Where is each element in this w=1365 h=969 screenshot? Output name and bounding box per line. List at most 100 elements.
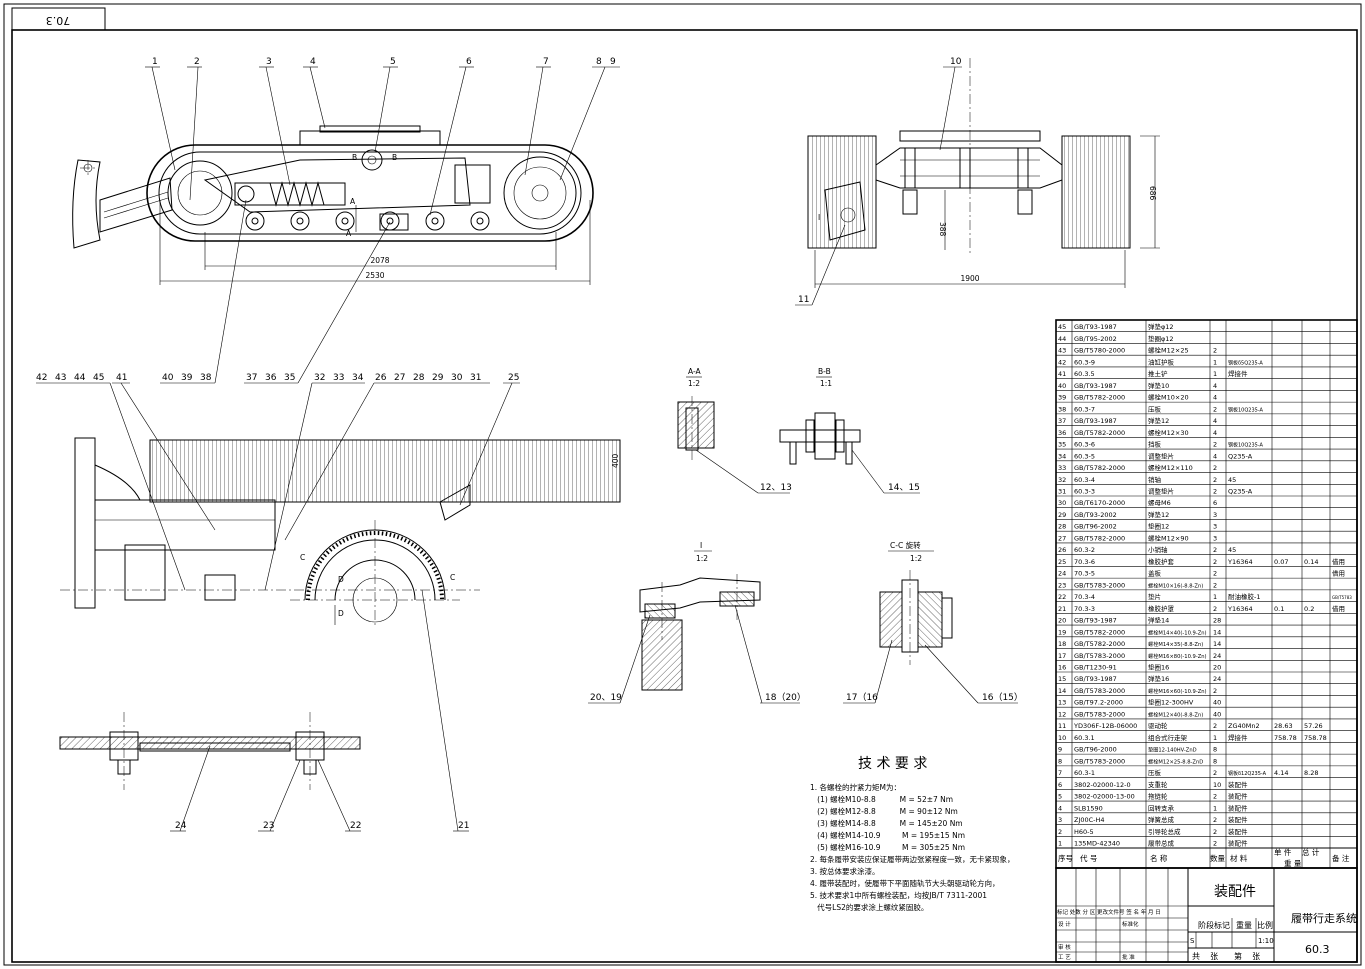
bom-cell-qty: 4 (1213, 394, 1217, 402)
bom-cell-no: 29 (1058, 511, 1066, 519)
title-block: 标记 处数 分 区 更改文件号 签 名 年 月 日 设 计 标准化 审 核 工 … (1055, 867, 1358, 963)
balloon: 26 (375, 373, 387, 383)
section-a-top: A (350, 197, 356, 206)
bom-cell-name: 挡板 (1148, 440, 1162, 449)
bom-cell-mat: 钢板δ5Q235-A (1228, 359, 1263, 366)
bom-cell-code: GB/T6170-2000 (1074, 499, 1125, 507)
balloon: 37 (246, 373, 257, 383)
bom-cell-no: 34 (1058, 452, 1066, 460)
dim-388: 388 (938, 222, 947, 237)
tb-approve: 批 准 (1122, 953, 1135, 961)
bom-cell-qty: 10 (1213, 781, 1221, 789)
bom-cell-w2: 57.26 (1304, 722, 1323, 730)
bom-cell-qty: 8 (1213, 757, 1217, 765)
balloon-18-20: 18（20） (765, 692, 806, 703)
bom-cell-name: 螺栓M10×16(-8.8-Zn) (1148, 581, 1203, 589)
label-i: I (700, 541, 702, 550)
tech-line: 5. 技术要求1中所有螺栓装配，均按JB/T 7311-2001 (810, 890, 987, 900)
bom-cell-qty: 2 (1213, 769, 1217, 777)
bom-cell-code: 135MD-42340 (1074, 840, 1120, 848)
bom-cell-name: 螺母M6 (1148, 498, 1171, 507)
balloon: 27 (394, 373, 405, 383)
rotated-code: 70.3 (46, 14, 71, 27)
bom-cell-no: 15 (1058, 675, 1066, 683)
balloon: 1 (152, 57, 158, 67)
bom-cell-no: 38 (1058, 405, 1066, 413)
bom-cell-w2: 0.2 (1304, 605, 1314, 613)
tb-title: 履带行走系统 (1291, 912, 1357, 925)
bom-cell-code: 60.3-1 (1074, 769, 1095, 777)
bom-cell-no: 18 (1058, 640, 1066, 648)
bom-cell-qty: 2 (1213, 570, 1217, 578)
bom-cell-qty: 1 (1213, 734, 1217, 742)
tb-sheet: 第 张 (1234, 951, 1260, 961)
bom-cell-code: 70.3-3 (1074, 605, 1095, 613)
dim-1900: 1900 (960, 274, 979, 283)
bom-cell-code: GB/T5782-2000 (1074, 640, 1125, 648)
bom-cell-qty: 20 (1213, 664, 1221, 672)
detail-aa: A-A 1:2 12、13 (677, 367, 792, 494)
bom-cell-no: 2 (1058, 828, 1062, 836)
bom-cell-name: 垫片 (1148, 592, 1161, 601)
bom-cell-qty: 2 (1213, 722, 1217, 730)
bom-cell-code: H60-5 (1074, 828, 1094, 836)
bom-cell-no: 14 (1058, 687, 1066, 695)
bom-cell-name: 螺栓M12×30 (1148, 428, 1189, 437)
bom-cell-code: 3802-02000-12-0 (1074, 781, 1131, 789)
bom-cell-name: 驱动轮 (1148, 721, 1168, 730)
bom-cell-rem: 借用 (1332, 557, 1345, 566)
bom-cell-no: 42 (1058, 358, 1066, 366)
bom-cell-name: 压板 (1148, 404, 1162, 413)
bom-cell-code: GB/T93-1987 (1074, 617, 1117, 625)
bom-cell-name: 橡胶护套 (1148, 557, 1175, 566)
bom-cell-no: 3 (1058, 816, 1062, 824)
bom-cell-code: 60.3-4 (1074, 476, 1095, 484)
balloon-12-13: 12、13 (760, 483, 792, 493)
bom-cell-mat: 装配件 (1228, 839, 1248, 848)
bom-cell-code: GB/T95-2002 (1074, 335, 1117, 343)
detail-cc: C-C 旋转 1:2 17（16 16（15） (843, 540, 1023, 704)
bom-cell-name: 引导轮总成 (1148, 827, 1181, 836)
bom-cell-mat: 装配件 (1228, 803, 1248, 812)
outer-border (3, 3, 1362, 966)
balloon-10: 10 (950, 57, 962, 67)
bom-cell-no: 25 (1058, 558, 1066, 566)
balloon: 23 (263, 821, 274, 831)
bom-cell-code: GB/T5782-2000 (1074, 394, 1125, 402)
balloon: 40 (162, 373, 174, 383)
tb-design: 设 计 (1058, 920, 1071, 928)
bom-cell-no: 32 (1058, 476, 1066, 484)
bom-cell-qty: 1 (1213, 804, 1217, 812)
bom-cell-code: GB/T1230-91 (1074, 664, 1117, 672)
technical-requirements: 技 术 要 求 1. 各螺栓的拧紧力矩M为： (1) 螺栓M10-8.8 M =… (810, 756, 1015, 912)
bom-cell-rem: 借用 (1332, 604, 1345, 613)
bom-cell-name: 螺栓M10×20 (1148, 393, 1189, 402)
bom-cell-no: 31 (1058, 488, 1066, 496)
label-cc: C-C 旋转 (890, 540, 921, 550)
balloon-17-16: 17（16 (846, 692, 878, 703)
bom-cell-name: 弹垫16 (1148, 674, 1169, 683)
bom-h-rem: 备 注 (1332, 853, 1350, 863)
balloon: 33 (333, 373, 344, 383)
bom-cell-no: 4 (1058, 804, 1062, 812)
bom-cell-name: 小销轴 (1148, 545, 1168, 554)
bom-cell-qty: 14 (1213, 628, 1221, 636)
section-b-left: B (352, 153, 357, 162)
bom-cell-mat: Q235-A (1228, 488, 1253, 496)
bom-cell-name: 压板 (1148, 768, 1162, 777)
balloon: 21 (458, 821, 469, 831)
bom-cell-name: 螺栓M12×25 (1148, 346, 1189, 355)
bom-cell-code: 60.3.5 (1074, 370, 1095, 378)
tb-scale: 比例 (1257, 920, 1273, 930)
balloon: 25 (508, 373, 519, 383)
bom-cell-mat: 装配件 (1228, 827, 1248, 836)
tech-line: (1) 螺栓M10-8.8 M = 52±7 Nm (810, 794, 953, 804)
